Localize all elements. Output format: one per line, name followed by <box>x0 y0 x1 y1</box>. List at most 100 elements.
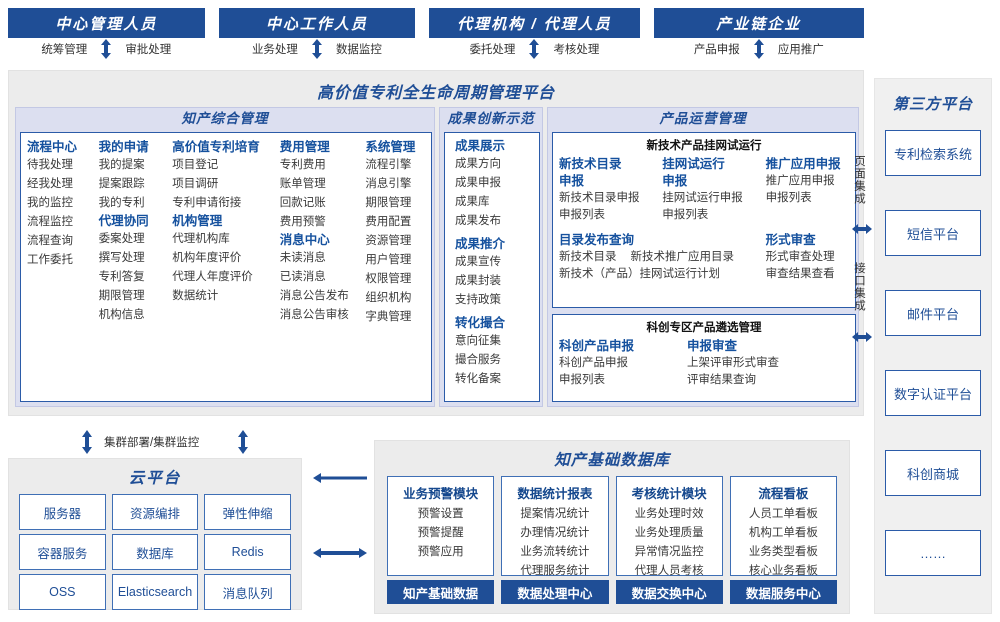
ip-col1-item2-4[interactable]: 机构信息 <box>98 309 145 321</box>
kdb-col3-item-2[interactable]: 业务类型看板 <box>748 546 818 558</box>
ip-col1-item2-2[interactable]: 专利答复 <box>98 271 145 283</box>
ip-col4-item-7[interactable]: 组织机构 <box>365 292 412 304</box>
achievement-sec0-item-3[interactable]: 成果发布 <box>455 215 501 227</box>
pops-col2-item-1[interactable]: 申报列表 <box>765 192 812 204</box>
ip-col0-item-1[interactable]: 经我处理 <box>27 178 73 190</box>
pops2-col1-item-1[interactable]: 评审结果查询 <box>687 374 756 386</box>
ip-col0-item-2[interactable]: 我的监控 <box>27 197 73 209</box>
kdb-col2-item-3[interactable]: 代理人员考核 <box>634 565 704 577</box>
third-party-item-3[interactable]: 数字认证平台 <box>885 370 981 416</box>
cloud-cell-7[interactable]: Elasticsearch <box>111 574 199 610</box>
kdb-col3-item-0[interactable]: 人员工单看板 <box>748 508 818 520</box>
ip-col3-item-0[interactable]: 专利费用 <box>279 159 326 171</box>
ip-col2-item-1[interactable]: 项目调研 <box>172 178 219 190</box>
pops2-col1-item-0[interactable]: 上架评审形式审查 <box>687 357 779 369</box>
ip-col4-item-0[interactable]: 流程引擎 <box>365 159 412 171</box>
pops2-col0-item-1[interactable]: 申报列表 <box>559 374 605 386</box>
achievement-sec2-item-2[interactable]: 转化备案 <box>455 373 501 385</box>
kdb-col3-item-3[interactable]: 核心业务看板 <box>748 565 818 577</box>
achievement-sec2-item-1[interactable]: 撮合服务 <box>455 354 501 366</box>
ip-col3-item-2[interactable]: 回款记账 <box>279 197 326 209</box>
ip-col1-item-2[interactable]: 我的专利 <box>98 197 145 209</box>
role-card-2[interactable]: 代理机构 / 代理人员 委托处理 考核处理 <box>429 8 640 60</box>
kdb-col2-item-1[interactable]: 业务处理质量 <box>634 527 704 539</box>
third-party-item-1[interactable]: 短信平台 <box>885 210 981 256</box>
kdb-col0-item-2[interactable]: 预警应用 <box>417 546 464 558</box>
ip-col3-item2-0[interactable]: 未读消息 <box>279 252 326 264</box>
ip-col4-item-6[interactable]: 权限管理 <box>365 273 412 285</box>
kdb-col1-item-1[interactable]: 办理情况统计 <box>520 527 590 539</box>
ip-col4-item-1[interactable]: 消息引擎 <box>365 178 412 190</box>
ip-col2-item2-2[interactable]: 代理人年度评价 <box>172 271 253 283</box>
ip-col3-item2-1[interactable]: 已读消息 <box>279 271 326 283</box>
pops2-col0-item-0[interactable]: 科创产品申报 <box>559 357 628 369</box>
cloud-cell-2[interactable]: 弹性伸缩 <box>204 494 291 530</box>
achievement-sec0-item-0[interactable]: 成果方向 <box>455 158 501 170</box>
pops-row2-col0-item-1[interactable]: 新技术推广应用目录 <box>630 251 735 263</box>
ip-col4-item-5[interactable]: 用户管理 <box>365 254 412 266</box>
ip-col1-item2-0[interactable]: 委案处理 <box>98 233 145 245</box>
ip-col0-item-5[interactable]: 工作委托 <box>27 254 73 266</box>
pops-row2-col0-item-0[interactable]: 新技术目录 <box>559 251 617 263</box>
kdb-col1-item-2[interactable]: 业务流转统计 <box>520 546 590 558</box>
pops-col2-item-0[interactable]: 推广应用申报 <box>765 175 835 187</box>
ip-col2-item2-1[interactable]: 机构年度评价 <box>172 252 242 264</box>
ip-col1-item-0[interactable]: 我的提案 <box>98 159 145 171</box>
ip-col3-item-3[interactable]: 费用预警 <box>279 216 326 228</box>
achievement-sec0-item-1[interactable]: 成果申报 <box>455 177 501 189</box>
ip-col2-item2-3[interactable]: 数据统计 <box>172 290 219 302</box>
role-card-3[interactable]: 产业链企业 产品申报 应用推广 <box>653 8 864 60</box>
pops-col1-item-1[interactable]: 申报列表 <box>662 209 709 221</box>
cloud-cell-6[interactable]: OSS <box>19 574 106 610</box>
kdb-col1-item-0[interactable]: 提案情况统计 <box>520 508 590 520</box>
kdb-col1-item-3[interactable]: 代理服务统计 <box>520 565 590 577</box>
cloud-cell-0[interactable]: 服务器 <box>19 494 106 530</box>
ip-col4-item-8[interactable]: 字典管理 <box>365 311 412 323</box>
kdb-col3-footer[interactable]: 数据服务中心 <box>729 580 837 604</box>
role-card-0[interactable]: 中心管理人员 统筹管理 审批处理 <box>8 8 205 60</box>
third-party-item-4[interactable]: 科创商城 <box>885 450 981 496</box>
ip-col1-item2-3[interactable]: 期限管理 <box>98 290 145 302</box>
ip-col1-item2-1[interactable]: 撰写处理 <box>98 252 145 264</box>
ip-col3-item2-3[interactable]: 消息公告审核 <box>279 309 349 321</box>
kdb-col2-footer[interactable]: 数据交换中心 <box>615 580 723 604</box>
kdb-col0-footer[interactable]: 知产基础数据 <box>387 580 495 604</box>
cloud-cell-5[interactable]: Redis <box>204 534 291 570</box>
achievement-sec1-item-0[interactable]: 成果宣传 <box>455 256 501 268</box>
cloud-cell-8[interactable]: 消息队列 <box>204 574 291 610</box>
kdb-col3-item-1[interactable]: 机构工单看板 <box>748 527 818 539</box>
pops-col0-item-0[interactable]: 新技术目录申报 <box>559 192 640 204</box>
ip-col1-item-1[interactable]: 提案跟踪 <box>98 178 145 190</box>
ip-col0-item-3[interactable]: 流程监控 <box>27 216 73 228</box>
third-party-item-0[interactable]: 专利检索系统 <box>885 130 981 176</box>
pops-col0-item-1[interactable]: 申报列表 <box>559 209 605 221</box>
ip-col3-item2-2[interactable]: 消息公告发布 <box>279 290 349 302</box>
pops-col1-item-0[interactable]: 挂网试运行申报 <box>662 192 743 204</box>
ip-col0-item-0[interactable]: 待我处理 <box>27 159 73 171</box>
pops-row2-col1-item-1[interactable]: 审查结果查看 <box>765 268 835 280</box>
pops-row2-col1-item-0[interactable]: 形式审查处理 <box>765 251 835 263</box>
third-party-item-2[interactable]: 邮件平台 <box>885 290 981 336</box>
cloud-cell-1[interactable]: 资源编排 <box>111 494 199 530</box>
ip-col0-item-4[interactable]: 流程查询 <box>27 235 73 247</box>
achievement-sec0-item-2[interactable]: 成果库 <box>455 196 490 208</box>
ip-col2-item-0[interactable]: 项目登记 <box>172 159 219 171</box>
pops-row2-col0-item-2[interactable]: 新技术（产品）挂网试运行计划 <box>559 268 720 280</box>
cloud-cell-3[interactable]: 容器服务 <box>19 534 106 570</box>
ip-col4-item-4[interactable]: 资源管理 <box>365 235 412 247</box>
role-card-1[interactable]: 中心工作人员 业务处理 数据监控 <box>218 8 416 60</box>
ip-col3-item-1[interactable]: 账单管理 <box>279 178 326 190</box>
kdb-col1-footer[interactable]: 数据处理中心 <box>501 580 609 604</box>
achievement-sec2-item-0[interactable]: 意向征集 <box>455 335 501 347</box>
ip-col2-item-2[interactable]: 专利申请衔接 <box>172 197 242 209</box>
third-party-item-5[interactable]: …… <box>885 530 981 576</box>
ip-col4-item-3[interactable]: 费用配置 <box>365 216 412 228</box>
achievement-sec1-item-2[interactable]: 支持政策 <box>455 294 501 306</box>
ip-col2-item2-0[interactable]: 代理机构库 <box>172 233 230 245</box>
ip-col4-item-2[interactable]: 期限管理 <box>365 197 412 209</box>
cloud-cell-4[interactable]: 数据库 <box>111 534 199 570</box>
kdb-col2-item-2[interactable]: 异常情况监控 <box>634 546 704 558</box>
kdb-col2-item-0[interactable]: 业务处理时效 <box>634 508 704 520</box>
achievement-sec1-item-1[interactable]: 成果封装 <box>455 275 501 287</box>
kdb-col0-item-1[interactable]: 预警提醒 <box>417 527 464 539</box>
